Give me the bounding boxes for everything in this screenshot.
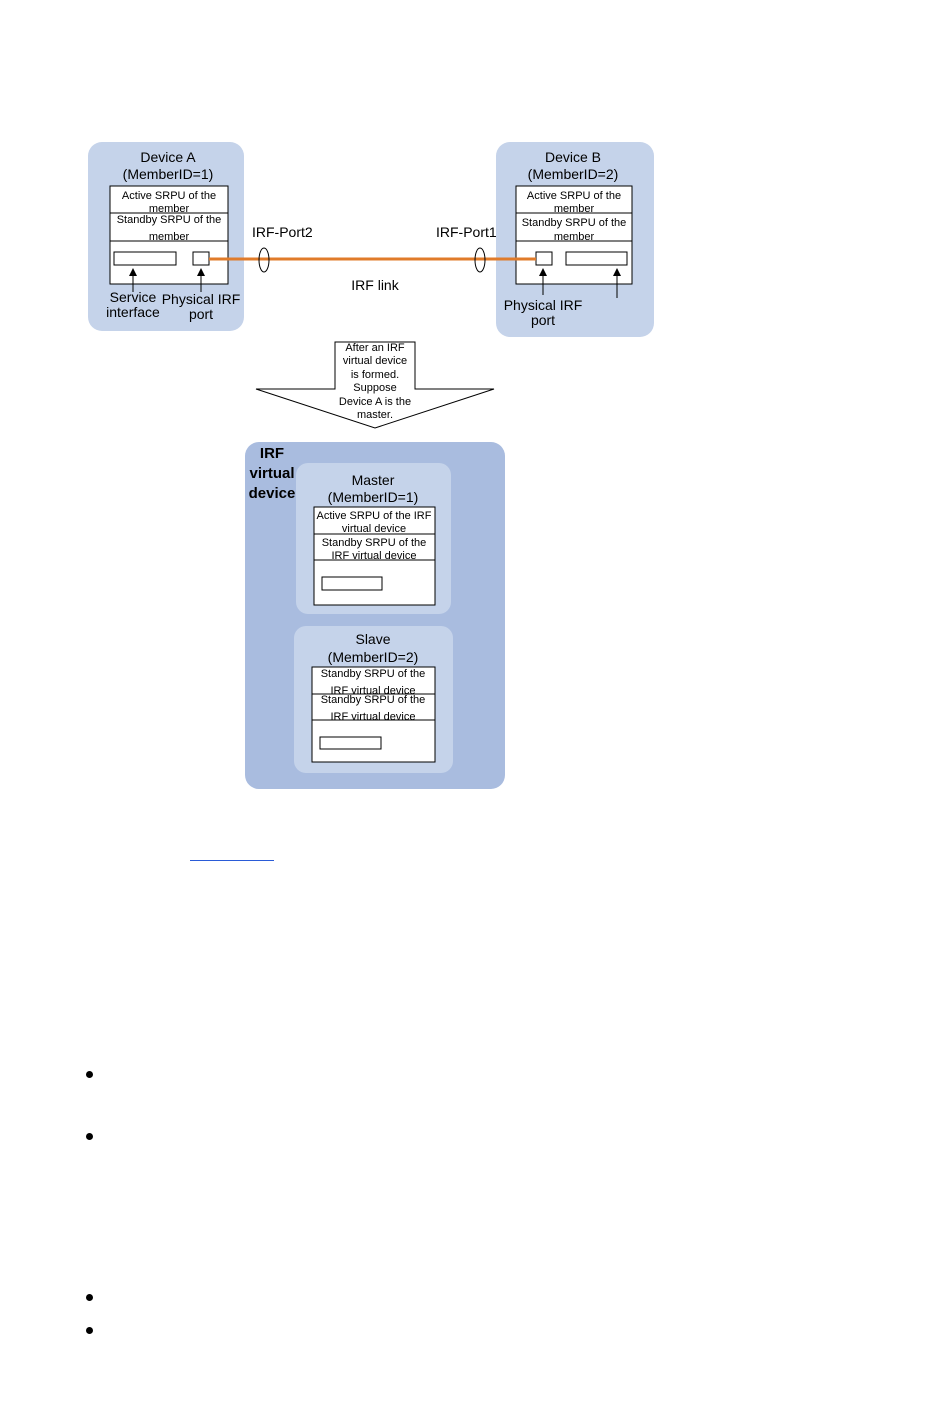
- device-b-member-id: (MemberID=2): [528, 166, 619, 182]
- arrow-note-6: master.: [357, 409, 393, 421]
- figure-reference-link[interactable]: [190, 860, 274, 861]
- irf-port1-label: IRF-Port1: [436, 224, 497, 240]
- irf-virtual-device-label-3: device: [249, 485, 296, 502]
- arrow-note-5: Device A is the: [339, 396, 411, 408]
- master-active-srpu-1: Active SRPU of the IRF: [317, 510, 432, 522]
- device-b-active-srpu-1: Active SRPU of the: [527, 190, 621, 202]
- device-a-standby-srpu-2: member: [149, 231, 190, 243]
- slave-service-interface: [319, 736, 382, 750]
- slave-standby-srpu-b-1: Standby SRPU of the: [321, 694, 426, 706]
- arrow-note-2: virtual device: [343, 355, 407, 367]
- irf-port2-label: IRF-Port2: [252, 224, 313, 240]
- device-b-service-interface: [565, 251, 628, 266]
- device-a-active-srpu-1: Active SRPU of the: [122, 190, 216, 202]
- device-b-standby-srpu-1: Standby SRPU of the: [522, 217, 627, 229]
- list-bullet: [86, 1327, 93, 1334]
- list-bullet: [86, 1294, 93, 1301]
- device-a-service-interface: [113, 251, 177, 266]
- device-a-port-label-2: port: [189, 306, 213, 322]
- slave-title: Slave: [355, 631, 390, 647]
- device-b-port-label-2: port: [531, 312, 555, 328]
- formation-arrow: [255, 341, 495, 429]
- irf-port2-ring: [258, 247, 270, 273]
- device-b-standby-srpu-2: member: [554, 231, 595, 243]
- device-b-chassis: [515, 185, 633, 285]
- device-a-chassis: [109, 185, 229, 285]
- irf-port1-ring: [474, 247, 486, 273]
- arrow-note-1: After an IRF: [345, 342, 405, 354]
- device-a-active-srpu-2: member: [149, 203, 190, 215]
- master-active-srpu-2: virtual device: [342, 523, 406, 535]
- list-bullet: [86, 1133, 93, 1140]
- device-a-service-label-2: interface: [106, 304, 160, 320]
- list-bullet: [86, 1071, 93, 1078]
- device-b-title: Device B: [545, 149, 601, 165]
- irf-link-label: IRF link: [351, 277, 399, 293]
- irf-virtual-device-label-2: virtual: [249, 465, 294, 482]
- slave-member-id: (MemberID=2): [328, 649, 419, 665]
- device-a-member-id: (MemberID=1): [123, 166, 214, 182]
- device-b-physical-irf-port: [535, 251, 553, 266]
- arrow-note-4: Suppose: [353, 382, 396, 394]
- slave-standby-srpu-b-2: IRF virtual device: [331, 711, 416, 723]
- device-a-title: Device A: [140, 149, 196, 165]
- device-b-active-srpu-2: member: [554, 203, 595, 215]
- arrow-note-3: is formed.: [351, 369, 399, 381]
- device-b-port-label-1: Physical IRF: [504, 297, 583, 313]
- device-a-standby-srpu-1: Standby SRPU of the: [117, 214, 222, 226]
- device-a-port-label-1: Physical IRF: [162, 291, 241, 307]
- slave-standby-srpu-a-1: Standby SRPU of the: [321, 668, 426, 680]
- device-a-physical-irf-port: [192, 251, 210, 266]
- device-a-service-label-1: Service: [110, 289, 157, 305]
- master-standby-srpu-1: Standby SRPU of the: [322, 537, 427, 549]
- master-standby-srpu-2: IRF virtual device: [332, 550, 417, 562]
- master-member-id: (MemberID=1): [328, 489, 419, 505]
- irf-virtual-device-label-1: IRF: [260, 445, 284, 462]
- slave-standby-srpu-a-2: IRF virtual device: [331, 685, 416, 697]
- master-service-interface: [321, 576, 383, 591]
- master-title: Master: [352, 472, 395, 488]
